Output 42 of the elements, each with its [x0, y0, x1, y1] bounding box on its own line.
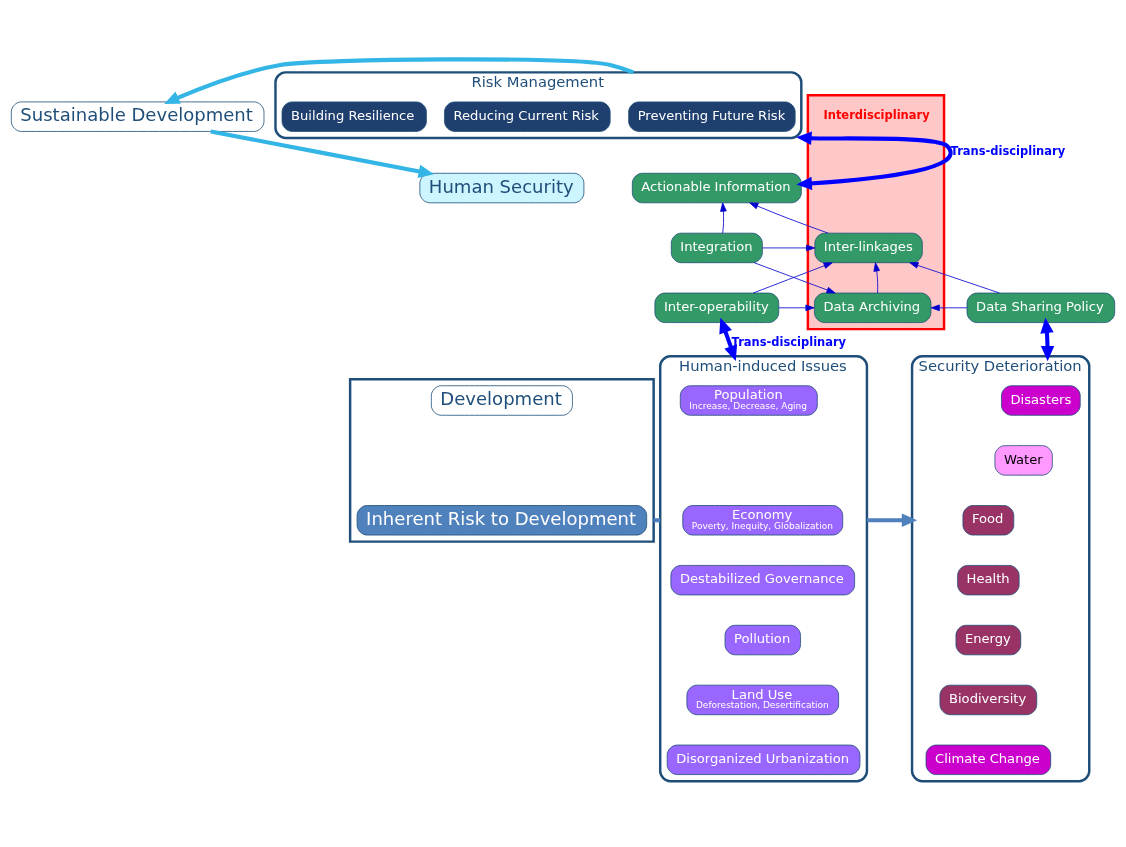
node-box: Building Resilience — [281, 101, 427, 132]
node-box: Preventing Future Risk — [628, 101, 796, 132]
arrow — [778, 304, 815, 312]
node-box: Economy Poverty, Inequity, Globalization — [682, 505, 844, 536]
node-box: Land Use Deforestation, Desertification — [686, 684, 840, 716]
node-box: Actionable Information — [631, 172, 802, 204]
node-box: Data Sharing Policy — [966, 292, 1116, 323]
node-box: Disasters — [1001, 385, 1081, 416]
cluster — [348, 377, 655, 543]
node-box: Data Archiving — [814, 292, 932, 323]
node-box: Population Increase, Decrease, Aging — [679, 385, 818, 416]
node-box: Inter-operability — [654, 292, 780, 323]
arrow — [749, 202, 829, 234]
node-box: Inter-linkages — [814, 232, 923, 264]
node-box: Sustainable Development — [10, 101, 265, 132]
node-box: Pollution — [724, 624, 801, 656]
node-box: Inherent Risk to Development — [356, 505, 648, 536]
node-box: Climate Change — [925, 744, 1052, 775]
arrow — [762, 244, 816, 252]
node-box: Human Security — [419, 172, 585, 204]
edge-label: Trans-disciplinary — [731, 334, 847, 349]
node-box: Biodiversity — [939, 684, 1038, 716]
arrow — [873, 262, 880, 294]
node-box: Destabilized Governance — [670, 565, 856, 596]
node-label: Interdisciplinary — [823, 107, 930, 122]
node-box: Reducing Current Risk — [444, 101, 611, 132]
node-box: Energy — [955, 624, 1022, 656]
node-box: Health — [957, 565, 1020, 596]
arrow — [164, 57, 635, 104]
arrow — [210, 129, 434, 178]
node-box: Water — [994, 445, 1053, 476]
node-box: Development — [430, 385, 573, 416]
node-box: Disorganized Urbanization — [666, 744, 861, 775]
arrow — [719, 317, 738, 362]
arrow — [1040, 317, 1055, 362]
node-box: Food — [962, 505, 1015, 536]
arrow — [720, 202, 727, 234]
arrow — [930, 304, 968, 312]
arrow — [909, 262, 1000, 294]
node-box: Integration — [670, 232, 763, 264]
arrow — [866, 513, 918, 527]
arrow — [796, 131, 953, 191]
